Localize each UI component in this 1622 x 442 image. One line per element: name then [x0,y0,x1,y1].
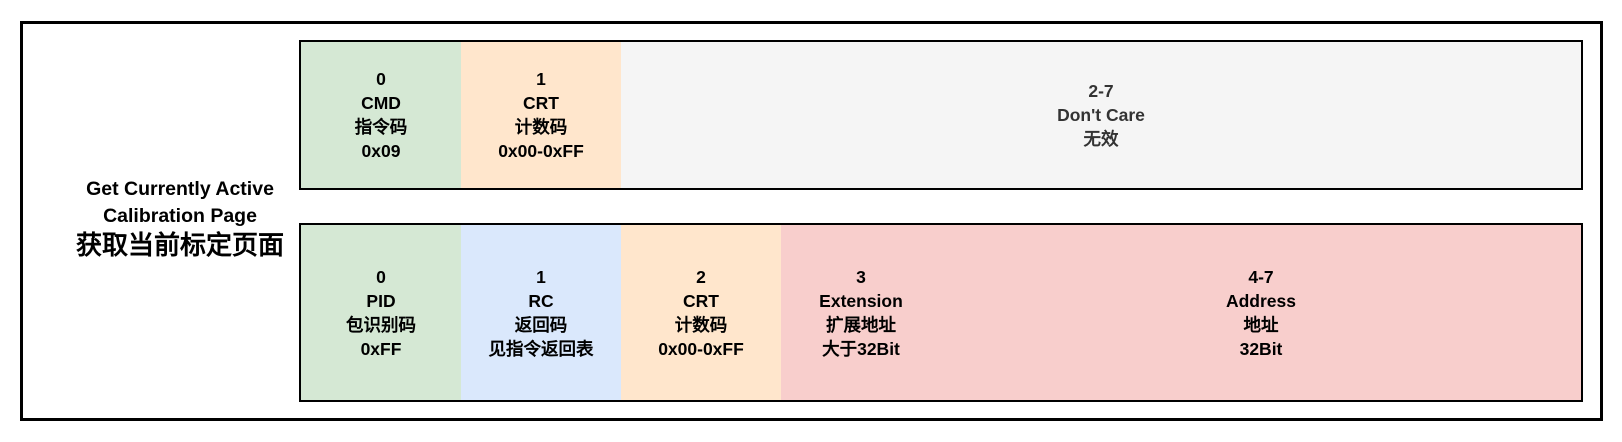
field-dont-care: 2-7 Don't Care 无效 [621,42,1581,188]
field-address: 4-7 Address 地址 32Bit [941,225,1581,400]
field-name: CRT [683,290,719,311]
diagram-title-zh: 获取当前标定页面 [75,230,284,260]
byte-index: 1 [536,69,546,89]
byte-index: 0 [376,69,386,89]
byte-index: 0 [376,266,386,287]
byte-index: 4-7 [1248,266,1274,287]
field-value: 0x09 [361,141,401,161]
field-value: 0x00-0xFF [658,338,744,359]
byte-index: 3 [856,266,866,287]
field-value: 见指令返回表 [488,338,594,359]
field-desc: 计数码 [674,314,728,335]
field-name: Extension [819,290,903,311]
request-packet-row: 0 CMD 指令码 0x09 1 CRT 计数码 0x00-0xFF 2-7 D… [299,40,1583,190]
field-name: CMD [361,93,401,113]
field-name: Don't Care [1057,105,1145,125]
byte-index: 1 [536,266,546,287]
field-rc: 1 RC 返回码 见指令返回表 [461,225,621,400]
field-pid: 0 PID 包识别码 0xFF [301,225,461,400]
field-cmd: 0 CMD 指令码 0x09 [301,42,461,188]
field-value: 32Bit [1239,338,1283,359]
diagram-title-en-line1: Get Currently Active [86,178,274,200]
field-crt: 1 CRT 计数码 0x00-0xFF [461,42,621,188]
byte-index: 2-7 [1088,81,1114,101]
field-desc: 扩展地址 [826,314,896,335]
field-value: 大于32Bit [822,338,900,359]
field-desc: 无效 [1083,129,1119,149]
field-name: PID [366,290,396,311]
field-desc: 包识别码 [346,314,416,335]
field-desc: 计数码 [514,117,568,137]
response-packet-row: 0 PID 包识别码 0xFF 1 RC 返回码 见指令返回表 2 CRT 计数… [299,223,1583,402]
field-extension: 3 Extension 扩展地址 大于32Bit [781,225,941,400]
diagram-title-en-line2: Calibration Page [103,205,257,227]
diagram-title: Get Currently Active Calibration Page 获取… [30,176,330,261]
field-name: RC [528,290,554,311]
field-name: CRT [523,93,559,113]
field-crt-response: 2 CRT 计数码 0x00-0xFF [621,225,781,400]
field-desc: 返回码 [514,314,568,335]
field-value: 0x00-0xFF [498,141,584,161]
field-desc: 地址 [1243,314,1279,335]
field-desc: 指令码 [354,117,408,137]
field-value: 0xFF [360,338,402,359]
byte-index: 2 [696,266,706,287]
field-name: Address [1225,290,1297,311]
